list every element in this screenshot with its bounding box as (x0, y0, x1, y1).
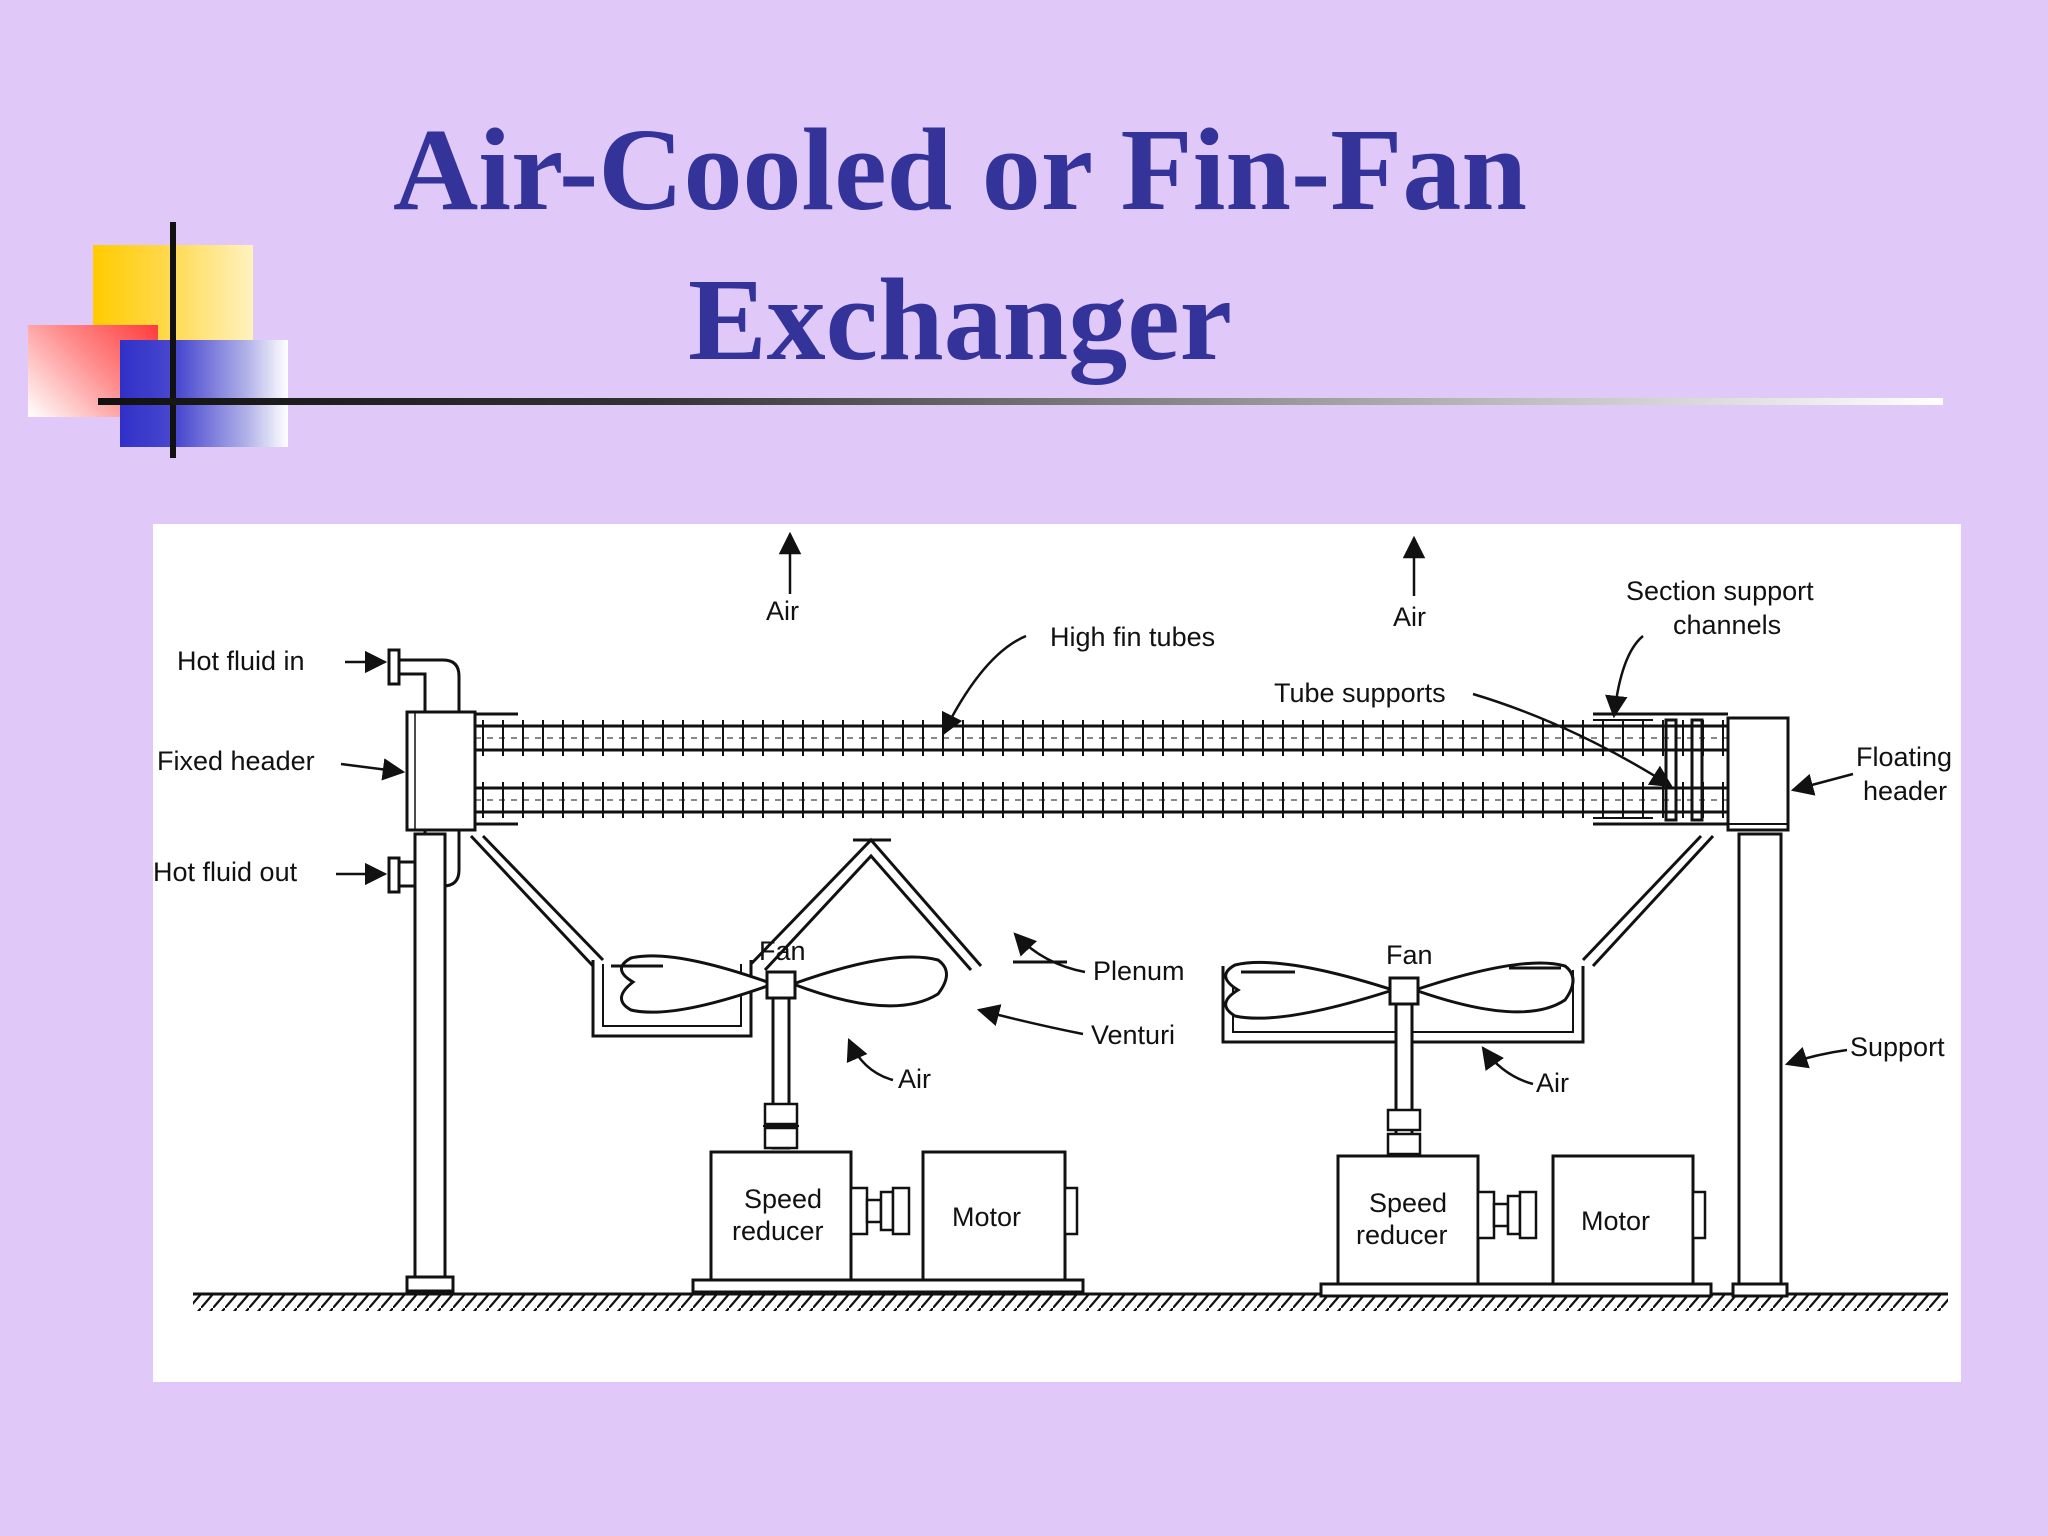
right-motor (1319, 1154, 1713, 1298)
label-support: Support (1850, 1032, 1945, 1062)
hot-fluid-out-nozzle (387, 830, 461, 894)
section-support-channels (471, 712, 1728, 826)
label-high-fin-tubes: High fin tubes (1050, 622, 1215, 652)
label-motor-left: Motor (952, 1202, 1021, 1232)
fin-fan-exchanger-diagram: Air Air High fin tubes Section support c… (153, 524, 1961, 1382)
high-fin-tube-bundle (475, 720, 1728, 818)
label-hot-fluid-out: Hot fluid out (153, 857, 298, 887)
label-section-support-line2: channels (1673, 610, 1781, 640)
diagram-svg: Air Air High fin tubes Section support c… (153, 531, 1952, 1311)
decorative-vertical-line (170, 222, 176, 458)
label-floating-header-line2: header (1863, 776, 1947, 806)
slide-title-line-2: Exchanger (687, 254, 1233, 385)
label-speed-reducer-right-line2: reducer (1356, 1220, 1448, 1250)
label-fixed-header: Fixed header (157, 746, 315, 776)
callout-arrows (336, 531, 1854, 1086)
hot-fluid-in-nozzle (387, 648, 461, 712)
left-motor (691, 1150, 1085, 1294)
right-support-column (1731, 832, 1789, 1298)
fixed-header (405, 710, 477, 832)
label-hot-fluid-in: Hot fluid in (177, 646, 305, 676)
plenum (469, 834, 1715, 972)
label-air-bottom-right: Air (1536, 1068, 1569, 1098)
label-speed-reducer-left-line2: reducer (732, 1216, 824, 1246)
label-air-bottom-left: Air (898, 1064, 931, 1094)
label-speed-reducer-left-line1: Speed (744, 1184, 822, 1214)
label-section-support-line1: Section support (1626, 576, 1814, 606)
label-air-top-left: Air (766, 596, 799, 626)
slide-title: Air-Cooled or Fin-Fan Exchanger (300, 95, 1620, 395)
label-motor-right: Motor (1581, 1206, 1650, 1236)
label-speed-reducer-right-line1: Speed (1369, 1188, 1447, 1218)
title-underline (98, 398, 1943, 405)
right-coupling (1476, 1190, 1538, 1240)
label-fan-right: Fan (1386, 940, 1433, 970)
left-fan-assembly (591, 954, 1067, 1150)
right-fan-assembly (1221, 960, 1585, 1156)
label-air-top-right: Air (1393, 602, 1426, 632)
left-coupling (849, 1186, 911, 1236)
floating-header (1726, 716, 1790, 832)
label-tube-supports: Tube supports (1274, 678, 1446, 708)
right-speed-reducer (1336, 1154, 1480, 1286)
label-fan-left: Fan (759, 936, 806, 966)
left-support-column (405, 832, 455, 1293)
decorative-blue-square (120, 340, 288, 447)
slide-title-line-1: Air-Cooled or Fin-Fan (392, 104, 1528, 235)
label-venturi: Venturi (1091, 1020, 1175, 1050)
label-plenum: Plenum (1093, 956, 1185, 986)
label-floating-header-line1: Floating (1856, 742, 1952, 772)
